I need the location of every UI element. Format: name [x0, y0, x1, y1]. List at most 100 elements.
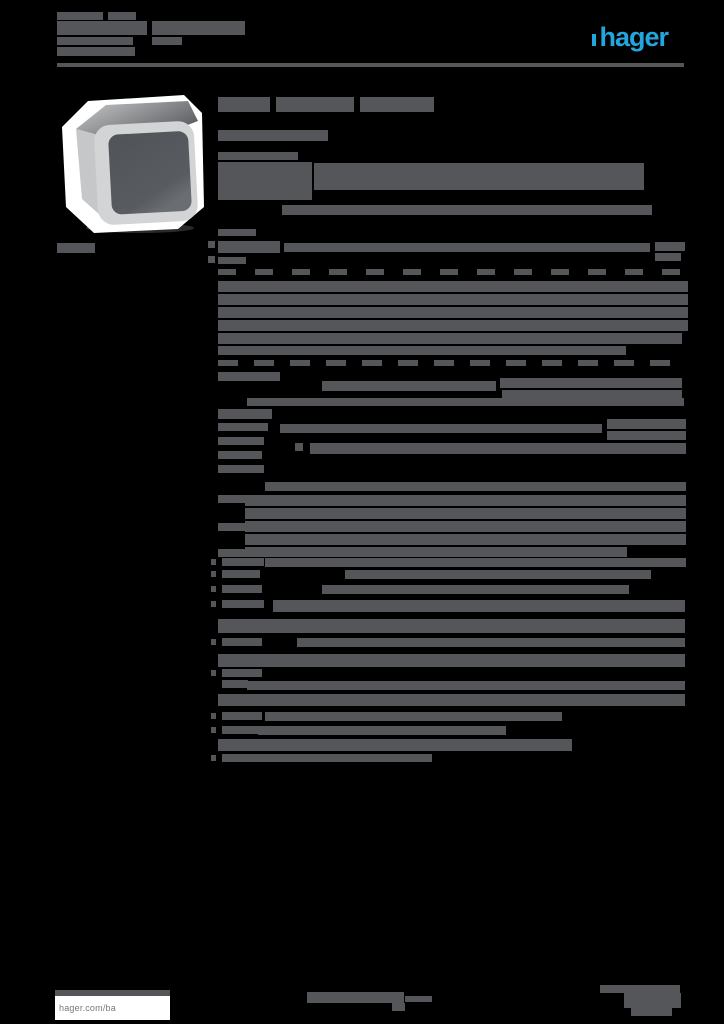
redacted-body-text [218, 451, 262, 459]
redacted-body-text [403, 269, 421, 275]
redacted-title-block [360, 97, 434, 112]
redacted-body-text [280, 424, 602, 433]
redacted-body-text [366, 269, 384, 275]
redacted-body-text [650, 360, 670, 366]
redacted-footer-blocks [405, 996, 432, 1002]
redacted-body-text [662, 269, 680, 275]
redacted-body-text [245, 547, 627, 557]
switch-rocker [108, 131, 192, 215]
redacted-body-text [222, 570, 260, 578]
redacted-body-text [218, 294, 688, 305]
redacted-body-text [218, 372, 280, 381]
redacted-body-text [322, 381, 496, 391]
redacted-body-text [245, 534, 686, 545]
redacted-header-block [57, 12, 103, 20]
redacted-body-text [477, 269, 495, 275]
redacted-footer-blocks [624, 993, 681, 1008]
redacted-body-text [222, 669, 262, 677]
redacted-body-text [292, 269, 310, 275]
redacted-body-text [434, 360, 454, 366]
redacted-header-block [57, 47, 135, 56]
redacted-body-text [273, 600, 685, 612]
redacted-subtitle-block [218, 130, 328, 141]
redacted-body-text [247, 398, 684, 406]
redacted-body-text [362, 360, 382, 366]
redacted-body-text [329, 269, 347, 275]
redacted-body-text [282, 205, 652, 215]
redacted-body-text [218, 654, 685, 667]
redacted-body-text [250, 754, 432, 762]
redacted-body-text [295, 443, 303, 451]
redacted-body-text [310, 443, 686, 454]
redacted-body-text [211, 639, 216, 645]
redacted-header-block [152, 21, 245, 35]
redacted-body-text [290, 360, 310, 366]
redacted-body-text [470, 360, 490, 366]
redacted-body-text [314, 163, 644, 190]
redacted-body-text [345, 570, 651, 579]
redacted-body-text [218, 465, 264, 473]
redacted-margin-bullets [208, 241, 215, 248]
redacted-body-text [284, 243, 650, 252]
redacted-body-text [588, 269, 606, 275]
redacted-body-text [222, 600, 264, 608]
hager-logo-mark [592, 34, 597, 46]
redacted-body-text [211, 571, 216, 577]
redacted-body-text [218, 423, 268, 431]
redacted-body-text [218, 257, 246, 264]
redacted-body-text [211, 755, 216, 761]
redacted-body-text [211, 559, 216, 565]
redacted-body-text [211, 727, 216, 733]
redacted-body-text [265, 482, 686, 491]
redacted-body-text [218, 409, 272, 419]
footer-website-box[interactable]: hager.com/ba [55, 996, 170, 1020]
redacted-body-text [625, 269, 643, 275]
redacted-body-text [578, 360, 598, 366]
redacted-body-text [245, 508, 686, 519]
redacted-body-text [326, 360, 346, 366]
redacted-body-text [218, 333, 682, 344]
redacted-body-text [245, 521, 686, 532]
redacted-body-text [551, 269, 569, 275]
redacted-body-text [222, 726, 260, 734]
redacted-body-text [218, 346, 626, 355]
redacted-body-text [218, 320, 688, 331]
redacted-body-text [398, 360, 418, 366]
redacted-header-block [108, 12, 136, 20]
redacted-footer-blocks [55, 990, 170, 996]
redacted-body-text [265, 712, 562, 721]
redacted-body-text [500, 378, 682, 388]
redacted-title-block [218, 97, 270, 112]
redacted-body-text [218, 495, 260, 503]
redacted-body-text [607, 431, 686, 440]
redacted-body-text [258, 726, 506, 735]
redacted-header-block [57, 37, 133, 45]
redacted-body-text [245, 495, 686, 506]
redacted-body-text [211, 713, 216, 719]
redacted-body-text [222, 712, 262, 720]
switch-side-face [76, 129, 100, 215]
redacted-footer-blocks [631, 1008, 672, 1016]
redacted-body-text [218, 307, 688, 318]
redacted-body-text [542, 360, 562, 366]
redacted-body-text [218, 437, 264, 445]
redacted-header-block [152, 37, 182, 45]
redacted-margin-bullets [208, 256, 215, 263]
redacted-body-text [218, 619, 685, 633]
redacted-header-block [57, 21, 147, 35]
redacted-body-text [440, 269, 458, 275]
redacted-title-block [276, 97, 354, 112]
redacted-photo-caption [57, 243, 95, 253]
redacted-body-text [222, 638, 262, 646]
hager-logo-text: hager [599, 22, 669, 52]
redacted-body-text [218, 360, 238, 366]
hager-logo: hager [592, 22, 669, 52]
redacted-body-text [218, 523, 258, 531]
redacted-body-text [211, 670, 216, 676]
redacted-body-text [254, 360, 274, 366]
footer-website-label[interactable]: hager.com/ba [59, 1003, 116, 1013]
redacted-body-text [255, 269, 273, 275]
redacted-body-text [218, 269, 236, 275]
redacted-body-text [211, 586, 216, 592]
